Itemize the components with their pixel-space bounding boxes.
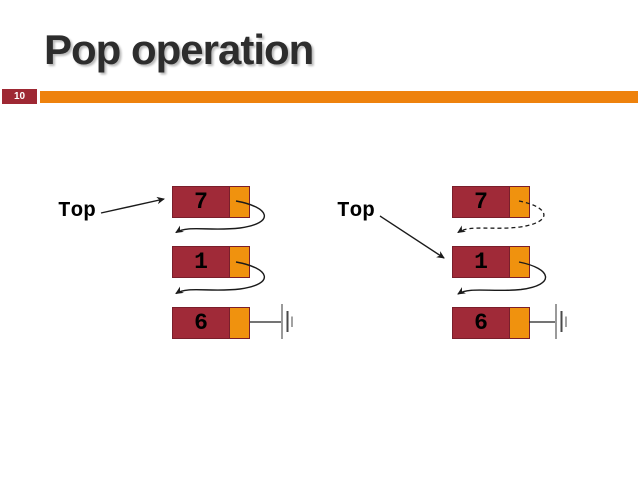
stack-node-before-1: 1 [172, 246, 250, 278]
node-pointer-field [229, 187, 249, 217]
stack-node-after-6: 6 [452, 307, 530, 339]
node-value: 6 [173, 308, 229, 338]
stack-node-before-6: 6 [172, 307, 250, 339]
node-value: 1 [453, 247, 509, 277]
node-value: 1 [173, 247, 229, 277]
node-pointer-field [509, 187, 529, 217]
top-pointer-label-before: Top [58, 200, 96, 223]
null-ground-symbol-after [529, 304, 567, 339]
accent-bar [40, 91, 638, 103]
page-number-badge: 10 [2, 89, 37, 104]
node-value: 7 [453, 187, 509, 217]
node-pointer-field [509, 308, 529, 338]
node-pointer-field [509, 247, 529, 277]
node-value: 7 [173, 187, 229, 217]
top-arrow-before [100, 196, 165, 214]
stack-node-after-1: 1 [452, 246, 530, 278]
stack-node-before-7: 7 [172, 186, 250, 218]
top-pointer-label-after: Top [337, 200, 375, 223]
null-ground-symbol-before [250, 304, 293, 339]
node-pointer-field [229, 247, 249, 277]
stack-node-after-7: 7 [452, 186, 530, 218]
node-pointer-field [229, 308, 249, 338]
node-value: 6 [453, 308, 509, 338]
top-arrow-after [379, 215, 445, 259]
page-number: 10 [13, 91, 26, 102]
slide-title: Pop operation [44, 26, 314, 73]
